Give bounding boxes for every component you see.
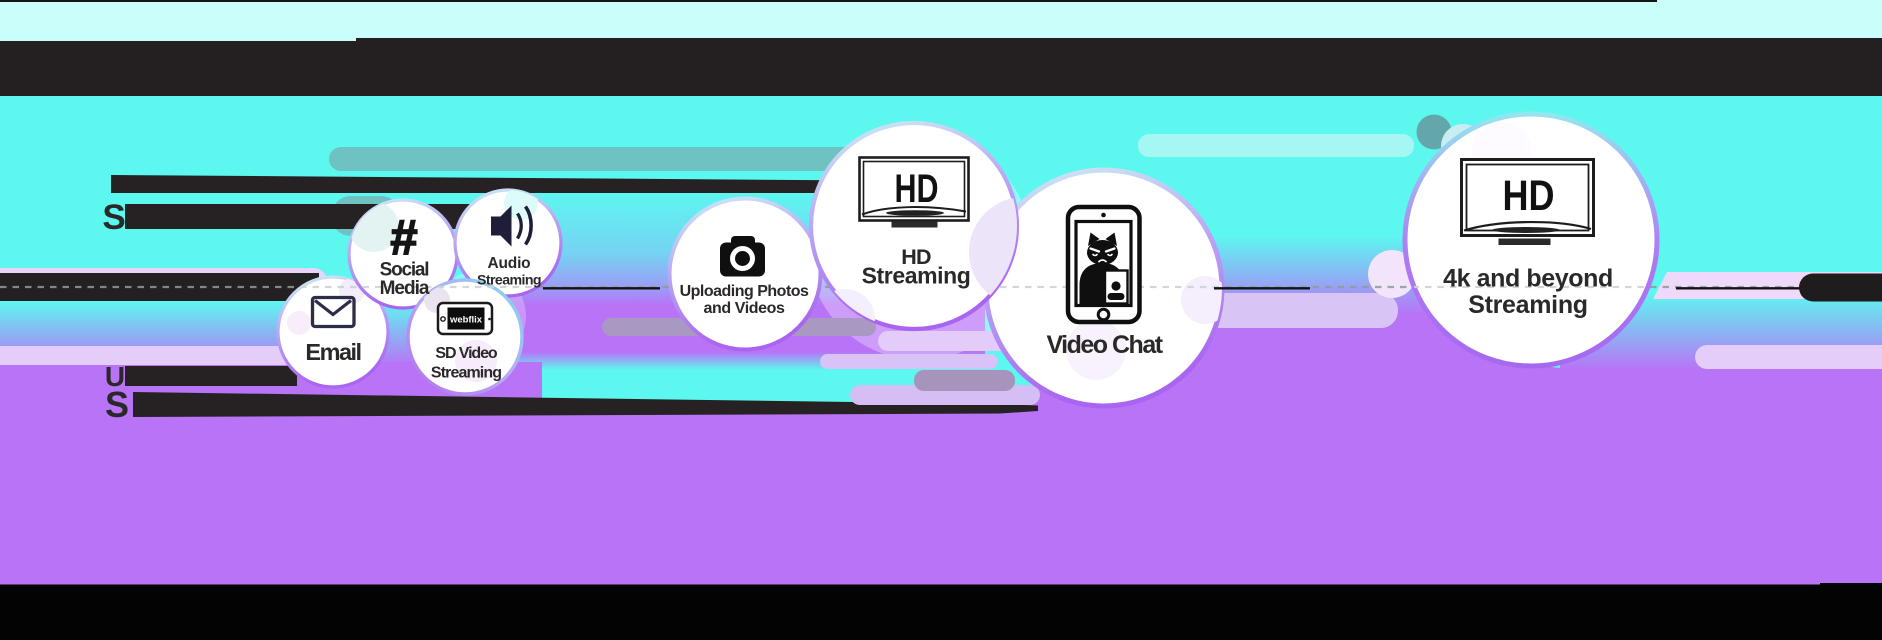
- svg-text:HD: HD: [901, 245, 931, 269]
- svg-text:4k and beyond: 4k and beyond: [1443, 265, 1613, 293]
- svg-text:#: #: [390, 211, 417, 265]
- svg-text:Uploading Photos: Uploading Photos: [680, 283, 809, 300]
- svg-text:Streaming: Streaming: [1468, 291, 1588, 319]
- svg-text:webflix: webflix: [449, 315, 483, 326]
- svg-text:S: S: [105, 384, 129, 425]
- svg-text:Streaming: Streaming: [862, 263, 971, 289]
- svg-text:and Videos: and Videos: [703, 300, 785, 317]
- svg-text:U: U: [105, 361, 125, 392]
- svg-text:Streaming: Streaming: [477, 273, 541, 289]
- svg-text:S: S: [102, 198, 125, 237]
- svg-text:HD: HD: [1503, 172, 1555, 220]
- svg-text:Audio: Audio: [488, 255, 531, 272]
- svg-text:Video Chat: Video Chat: [1046, 331, 1163, 359]
- svg-text:Media: Media: [380, 278, 430, 299]
- svg-text:SD Video: SD Video: [435, 345, 497, 362]
- svg-text:HD: HD: [895, 167, 939, 211]
- svg-text:Streaming: Streaming: [431, 365, 501, 382]
- svg-text:Social: Social: [380, 260, 429, 281]
- svg-text:Email: Email: [305, 339, 360, 365]
